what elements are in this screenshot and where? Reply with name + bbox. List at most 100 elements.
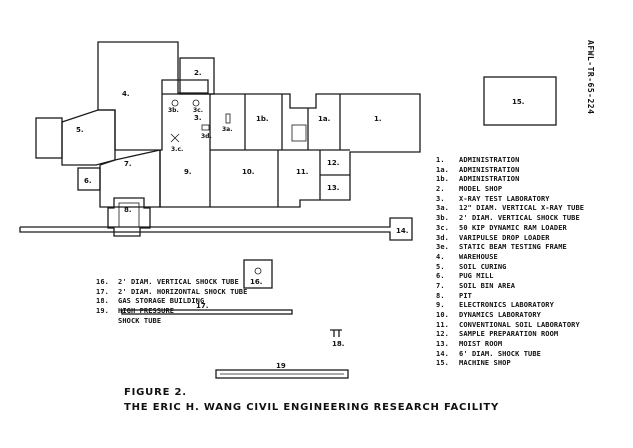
label-room-17: 17. <box>196 302 208 310</box>
room-7-soil-bin <box>99 149 161 208</box>
label-room-12: 12. <box>327 159 339 167</box>
legend-item-number: 1. <box>436 156 445 164</box>
legend-item-number: 13. <box>436 340 449 349</box>
legend-item-text: 12" DIAM. VERTICAL X-RAY TUBE <box>459 204 585 213</box>
label-room-3: 3. <box>194 114 202 122</box>
figure-title: THE ERIC H. WANG CIVIL ENGINEERING RESEA… <box>124 402 500 413</box>
legend-item-text: PIT <box>459 291 472 300</box>
legend-item: 1b.ADMINISTRATION <box>436 175 584 185</box>
room-15-machine-shop <box>483 76 557 126</box>
legend-item-text: ELECTRONICS LABORATORY <box>459 301 554 310</box>
document-id: AFWL-TR-65-224 <box>586 40 595 115</box>
legend-item: 9. ELECTRONICS LABORATORY <box>436 301 584 311</box>
legend-item-text: 2' DIAM. VERTICAL SHOCK TUBE <box>459 214 580 223</box>
tube-19 <box>215 369 349 379</box>
tube-17 <box>121 309 293 315</box>
legend-item-number: 3. <box>436 194 445 203</box>
legend-item-text: ADMINISTRATION <box>459 156 520 164</box>
legend-item-number: 10. <box>436 311 449 319</box>
legend-item-number: 1b. <box>436 175 449 184</box>
figure-number: FIGURE 2. <box>124 387 187 398</box>
label-room-3a: 3a. <box>222 126 233 133</box>
legend-item-text: MACHINE SHOP <box>459 359 511 368</box>
stair <box>291 124 307 142</box>
legend-item: 3e.STATIC BEAM TESTING FRAME <box>436 243 584 253</box>
legend-item-number: 14. <box>436 349 449 358</box>
label-room-14: 14. <box>396 227 408 235</box>
legend-item: 1. ADMINISTRATION <box>436 156 584 166</box>
gas-storage-18-icon <box>330 329 342 337</box>
legend-item-number: 12. <box>436 330 449 339</box>
figure-caption: FIGURE 2. THE ERIC H. WANG CIVIL ENGINEE… <box>124 385 499 415</box>
legend-item: 11. CONVENTIONAL SOIL LABORATORY <box>436 321 584 331</box>
legend-item-text: SAMPLE PREPARATION ROOM <box>459 330 559 339</box>
label-room-7: 7. <box>124 160 132 168</box>
legend-item: 3. X-RAY TEST LABORATORY <box>436 195 584 205</box>
legend-item-number: 3e. <box>436 243 449 252</box>
legend-item-number: 11. <box>436 320 449 329</box>
legend-item-number: 3c. <box>436 223 449 232</box>
legend-item-text: MOIST ROOM <box>459 340 503 349</box>
legend-item-number: 15. <box>436 359 449 368</box>
legend-item-text: 2' DIAM. HORIZONTAL SHOCK TUBE <box>118 287 248 296</box>
label-room-1: 1. <box>374 115 382 123</box>
legend-item: 18. GAS STORAGE BUILDING <box>96 297 247 307</box>
legend-item: 10.DYNAMICS LABORATORY <box>436 311 584 321</box>
legend-item-number: 1a. <box>436 165 449 174</box>
legend-item: 3a. 12" DIAM. VERTICAL X-RAY TUBE <box>436 204 584 214</box>
legend-item: 13. MOIST ROOM <box>436 340 584 350</box>
legend-item-number: 3d. <box>436 233 449 242</box>
legend-item-number: 18. <box>96 297 109 306</box>
label-room-2: 2. <box>194 69 202 77</box>
label-room-1a: 1a. <box>318 115 330 123</box>
label-room-3c2: 3.c. <box>171 146 183 153</box>
legend-item-text: VARIPULSE DROP LOADER <box>459 233 550 242</box>
ram-loader-x-icon <box>170 133 180 143</box>
legend-item-number: 4. <box>436 252 445 261</box>
legend-item-number: 17. <box>96 287 109 296</box>
xray-tube-3a-icon <box>225 113 231 124</box>
legend-item: 4.WAREHOUSE <box>436 253 584 263</box>
legend-item: 3c.50 KIP DYNAMIC RAM LOADER <box>436 224 584 234</box>
soil-curing-annex <box>35 117 63 159</box>
legend-item: 19.HIGH PRESSURE <box>96 307 247 317</box>
label-room-6: 6. <box>84 177 92 185</box>
drop-loader-3d-icon <box>201 124 210 131</box>
legend-item-text: SHOCK TUBE <box>118 316 162 325</box>
legend-item: 6. PUG MILL <box>436 272 584 282</box>
legend-item-number: 2. <box>436 185 445 194</box>
legend-item-number: 3a. <box>436 204 449 213</box>
label-room-3d: 3d. <box>201 133 212 140</box>
legend-item-text: 6' DIAM. SHOCK TUBE <box>459 349 541 358</box>
label-room-15: 15. <box>512 98 524 106</box>
label-room-13: 13. <box>327 184 339 192</box>
legend-item-text: MODEL SHOP <box>459 185 503 194</box>
label-room-1b: 1b. <box>256 115 269 123</box>
legend-item-text: CONVENTIONAL SOIL LABORATORY <box>459 320 580 329</box>
legend-item-text: X-RAY TEST LABORATORY <box>459 194 550 203</box>
legend-item-number: 9. <box>436 301 445 310</box>
legend-item: 7.SOIL BIN AREA <box>436 282 584 292</box>
legend-item: 1a.ADMINISTRATION <box>436 166 584 176</box>
ram-loader-3c-icon <box>192 99 200 107</box>
legend-item-number: 6. <box>436 272 445 281</box>
legend-item-text: GAS STORAGE BUILDING <box>118 297 205 306</box>
legend-item: 3b.2' DIAM. VERTICAL SHOCK TUBE <box>436 214 584 224</box>
legend-item-text: PUG MILL <box>459 272 494 281</box>
legend-item: 16.2' DIAM. VERTICAL SHOCK TUBE <box>96 278 247 288</box>
label-room-10: 10. <box>242 168 254 176</box>
label-room-18: 18. <box>332 340 344 348</box>
main-building-outline <box>159 93 421 208</box>
tube-14 <box>19 217 413 241</box>
legend-item-text: 2' DIAM. VERTICAL SHOCK TUBE <box>118 278 239 286</box>
legend-item: 15. MACHINE SHOP <box>436 359 584 369</box>
legend-item: 8.PIT <box>436 292 584 302</box>
legend-item-text: HIGH PRESSURE <box>118 307 175 316</box>
legend-item: 2. MODEL SHOP <box>436 185 584 195</box>
label-room-3b: 3b. <box>168 107 179 114</box>
label-room-19: 19 <box>276 362 286 370</box>
legend-item-number: 5. <box>436 262 445 271</box>
